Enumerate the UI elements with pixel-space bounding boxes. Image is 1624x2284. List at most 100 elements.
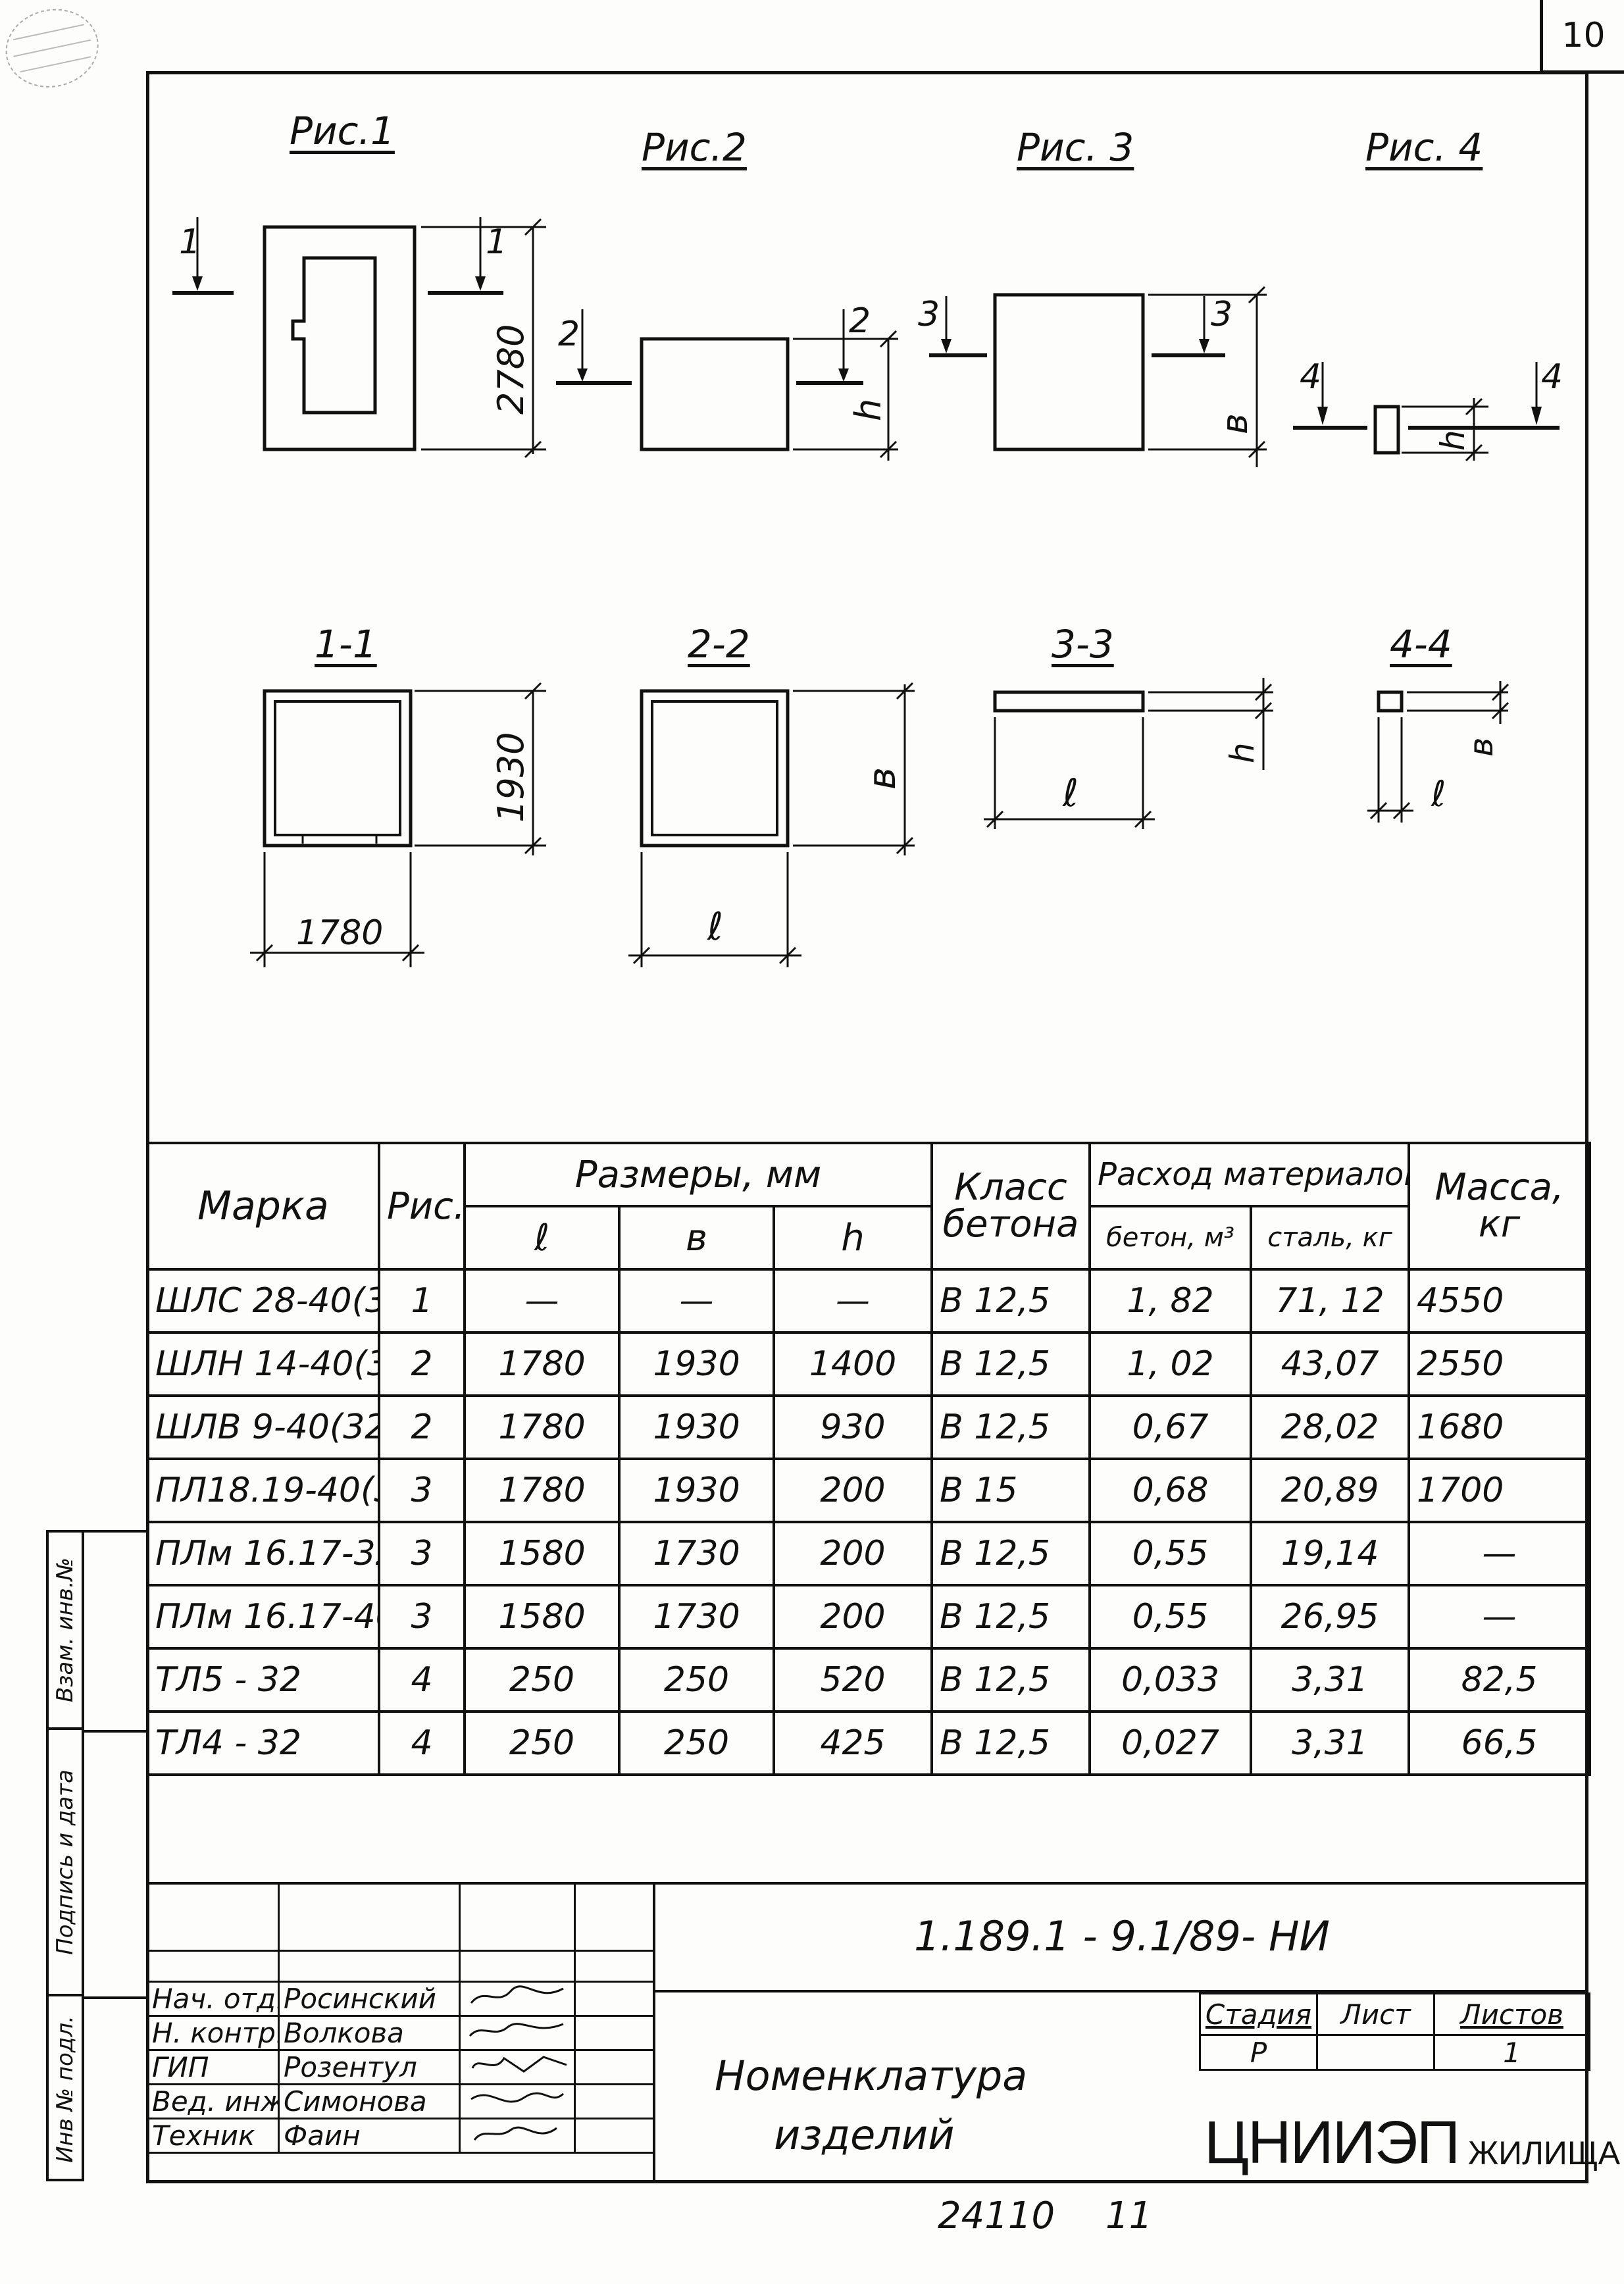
section2-b-dim: в [859,767,904,790]
staff-empty-row [146,1882,655,1952]
cell-mark: ШЛС 28-40(32) [146,1268,380,1334]
table-row: ШЛС 28-40(32) 1 — — — В 12,5 1, 82 71, 1… [146,1268,1592,1334]
cell-steel: 43,07 [1250,1331,1411,1397]
fig4-cut-label-right: 4 [1541,357,1563,397]
cell-l: 1780 [463,1458,621,1523]
cell-l: 1580 [463,1584,621,1650]
cell-mass: 2550 [1408,1331,1592,1397]
side-inv-orig: Инв № подл. [49,1996,82,2181]
cell-h: 200 [772,1521,934,1586]
staff-signature [459,2118,576,2154]
section2-outline [640,689,790,848]
cell-steel: 71, 12 [1250,1268,1411,1334]
cell-l: 250 [463,1647,621,1713]
header-dim-l: ℓ [463,1205,621,1271]
cell-mark: ШЛН 14-40(32) [146,1331,380,1397]
cell-h: 930 [772,1394,934,1460]
table-row: ТЛ4 - 32 4 250 250 425 В 12,5 0,027 3,31… [146,1710,1592,1776]
header-materials: Расход материалов [1088,1142,1411,1207]
staff-role: Нач. отд. [146,1981,280,2017]
side-sign-date: Подпись и дата [49,1730,82,1996]
cell-fig: 2 [378,1394,466,1460]
cell-steel: 3,31 [1250,1647,1411,1713]
footer-number: 24110 [938,2195,1055,2237]
stage-value: Р [1199,2034,1318,2071]
staff-signature [459,2049,576,2085]
cell-b: 250 [618,1710,775,1776]
staff-row: Вед. инж. Симонова [146,2083,655,2119]
staff-name: Фаин [278,2118,461,2154]
cell-concrete: 0,027 [1088,1710,1253,1776]
fig4-title: Рис. 4 [1365,125,1483,170]
staff-date [574,2015,655,2051]
section4-outline [1377,690,1404,713]
cell-steel: 19,14 [1250,1521,1411,1586]
drawing-frame [146,71,1588,2183]
staff-role: ГИП [146,2049,280,2085]
cell-l: 1780 [463,1331,621,1397]
section1-title: 1-1 [315,622,377,667]
cell-class: В 12,5 [930,1647,1092,1713]
signature-scribble [469,2023,564,2037]
cell-b: 1930 [618,1458,775,1523]
drawings-svg: 1 1 2780 2 2 h 3 3 в 4 4 h 1930 1780 в ℓ… [172,217,1563,967]
staff-date [574,2083,655,2119]
fig3-title: Рис. 3 [1017,125,1134,170]
spec-table: Марка Рис. Размеры, мм Класс бетона Расх… [146,1142,1592,1776]
cell-h: 200 [772,1584,934,1650]
staff-signature [459,2083,576,2119]
cell-concrete: 0,68 [1088,1458,1253,1523]
cell-mass: 66,5 [1408,1710,1592,1776]
header-dim-b: в [618,1205,775,1271]
side-sign-date-label: Подпись и дата [52,1769,79,1955]
header-dimensions: Размеры, мм [463,1142,934,1207]
signature-scribble [470,1985,564,2004]
staff-date [574,2049,655,2085]
fig1-cut-label-left: 1 [179,222,201,262]
stage-label: Стадия [1199,1992,1318,2036]
section1-outline [263,689,413,848]
cell-mass: — [1408,1584,1592,1650]
cell-l: 250 [463,1710,621,1776]
cell-fig: 3 [378,1521,466,1586]
cell-concrete: 0,55 [1088,1584,1253,1650]
sheets-label: Листов [1433,1992,1590,2036]
header-fig: Рис. [378,1142,466,1271]
table-header-row-2: ℓ в h бетон, м³ сталь, кг [147,1205,1590,1271]
fig4-cut-label-left: 4 [1300,357,1321,397]
stage-table: Стадия Лист Листов Р 1 [1199,1992,1590,2071]
fig2-title: Рис.2 [642,125,747,170]
fig2-h-dim: h [848,399,889,421]
organization-cell: ЦНИИЭП ЖИЛИЩА [1199,2073,1620,2183]
staff-empty-row [146,1950,655,1983]
cell-concrete: 1, 02 [1088,1331,1253,1397]
cell-h: 200 [772,1458,934,1523]
cell-b: 1730 [618,1521,775,1586]
header-dim-h: h [772,1205,934,1271]
header-mark: Марка [146,1142,380,1271]
staff-date [574,1981,655,2017]
doc-title-cell: Номенклатура изделий [653,1992,1199,2183]
table-row: ПЛм 16.17-32 3 1580 1730 200 В 12,5 0,55… [146,1521,1592,1586]
cell-b: — [618,1268,775,1334]
cell-h: — [772,1268,934,1334]
header-mass: Масса, кг [1408,1142,1592,1271]
cell-mark: ТЛ5 - 32 [146,1647,380,1713]
cell-fig: 3 [378,1458,466,1523]
staff-role: Вед. инж. [146,2083,280,2119]
table-row: ШЛН 14-40(32) 2 1780 1930 1400 В 12,5 1,… [146,1331,1592,1397]
sheets-value: 1 [1433,2034,1590,2071]
cell-steel: 26,95 [1250,1584,1411,1650]
section3-title: 3-3 [1052,622,1114,667]
cell-steel: 28,02 [1250,1394,1411,1460]
staff-signature-table: Нач. отд. Росинский Н. контр. Волкова ГИ… [146,1882,655,2154]
doc-code: 1.189.1 - 9.1/89- НИ [914,1912,1330,1960]
staff-role: Н. контр. [146,2015,280,2051]
cell-steel: 20,89 [1250,1458,1411,1523]
section4-title: 4-4 [1390,622,1452,667]
cell-h: 425 [772,1710,934,1776]
cell-h: 1400 [772,1331,934,1397]
cell-mark: ПЛм 16.17-40 [146,1584,380,1650]
section2-l-dim: ℓ [707,904,723,949]
cell-mark: ШЛВ 9-40(32) [146,1394,380,1460]
